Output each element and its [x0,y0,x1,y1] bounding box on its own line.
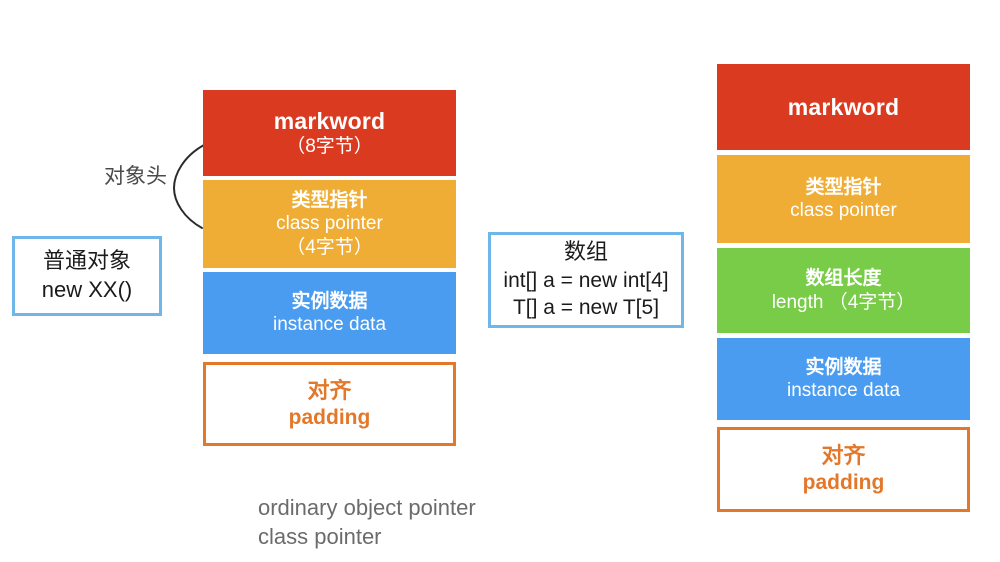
array-block-instance-data[interactable]: 实例数据 instance data [717,338,970,420]
array-block-padding-line2: padding [802,471,885,495]
ordinary-object-callout-line1: 普通对象 [42,248,131,274]
caption-line-1: ordinary object pointer [258,495,476,520]
array-block-class-pointer-line1: 类型指针 [805,176,882,198]
object-header-label: 对象头 [104,165,167,188]
ordinary-block-class-pointer-line2: class pointer [276,213,383,235]
ordinary-block-class-pointer-line3: （4字节） [286,236,373,258]
ordinary-block-padding-line1: 对齐 [307,377,352,403]
ordinary-block-class-pointer[interactable]: 类型指针 class pointer （4字节） [203,180,456,268]
ordinary-block-padding[interactable]: 对齐 padding [203,362,456,446]
ordinary-object-callout[interactable]: 普通对象 new XX() [12,236,162,316]
array-object-callout-line1: 数组 [563,239,608,265]
ordinary-block-markword-line2: （8字节） [286,136,373,158]
ordinary-block-class-pointer-line1: 类型指针 [291,190,368,212]
array-block-class-pointer[interactable]: 类型指针 class pointer [717,155,970,243]
ordinary-block-instance-data-line2: instance data [272,314,387,335]
array-block-padding[interactable]: 对齐 padding [717,427,970,512]
array-block-class-pointer-line2: class pointer [790,200,897,221]
array-block-array-length-line2: length （4字节） [771,291,916,313]
ordinary-block-instance-data[interactable]: 实例数据 instance data [203,272,456,354]
array-block-markword-line1: markword [787,93,900,120]
array-block-markword[interactable]: markword [717,64,970,150]
array-block-array-length-line1: 数组长度 [805,268,882,290]
array-block-padding-line1: 对齐 [821,443,866,469]
ordinary-block-padding-line2: padding [288,405,371,429]
ordinary-object-callout-line2: new XX() [41,277,133,302]
ordinary-block-instance-data-line1: 实例数据 [291,290,368,312]
array-block-instance-data-line1: 实例数据 [805,356,882,378]
array-object-callout-line3: T[] a = new T[5] [512,296,660,320]
array-object-callout-line2: int[] a = new int[4] [503,269,669,292]
ordinary-block-markword[interactable]: markword （8字节） [203,90,456,176]
ordinary-block-markword-line1: markword [273,108,386,135]
array-object-callout[interactable]: 数组 int[] a = new int[4] T[] a = new T[5] [488,232,684,328]
array-block-array-length[interactable]: 数组长度 length （4字节） [717,248,970,333]
array-block-instance-data-line2: instance data [786,380,901,401]
caption-line-2: class pointer [258,524,382,549]
